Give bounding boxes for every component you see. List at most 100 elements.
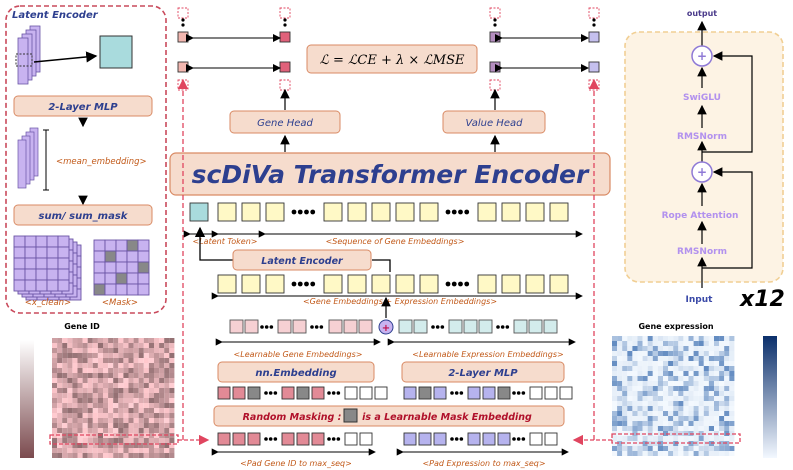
heatmap-cell — [673, 416, 679, 421]
heatmap-cell — [688, 421, 694, 426]
heatmap-cell — [143, 383, 149, 388]
heatmap-cell — [62, 368, 68, 373]
ellipsis-dot — [521, 391, 526, 395]
heatmap-cell — [627, 421, 633, 426]
token — [279, 31, 291, 43]
masked-expr-token — [529, 386, 543, 400]
heatmap-cell — [647, 446, 653, 451]
heatmap-cell — [133, 403, 139, 408]
ellipsis-dot — [516, 391, 521, 395]
heatmap-cell — [632, 366, 638, 371]
heatmap-cell — [698, 411, 704, 416]
heatmap-cell — [729, 376, 735, 381]
heatmap-cell — [729, 426, 735, 431]
mask-cell — [104, 239, 117, 252]
heatmap-cell — [138, 453, 144, 458]
heatmap-cell — [164, 398, 170, 403]
learnable-gene-label: <Learnable Gene Embeddings> — [234, 350, 363, 359]
heatmap-cell — [52, 368, 58, 373]
heatmap-cell — [622, 366, 628, 371]
heatmap-cell — [642, 351, 648, 356]
heatmap-cell — [714, 401, 720, 406]
heatmap-cell — [143, 343, 149, 348]
heatmap-cell — [87, 378, 93, 383]
heatmap-cell — [632, 351, 638, 356]
heatmap-cell — [637, 361, 643, 366]
heatmap-cell — [92, 418, 98, 423]
token — [177, 31, 189, 43]
heatmap-cell — [138, 448, 144, 453]
heatmap-cell — [128, 343, 134, 348]
heatmap-cell — [118, 433, 124, 438]
heatmap-cell — [673, 351, 679, 356]
heatmap-cell — [82, 408, 88, 413]
heatmap-cell — [138, 393, 144, 398]
heatmap-cell — [714, 341, 720, 346]
heatmap-cell — [52, 398, 58, 403]
heatmap-cell — [698, 346, 704, 351]
gene-emb — [277, 319, 292, 334]
heatmap-cell — [77, 408, 83, 413]
heatmap-cell — [703, 386, 709, 391]
ellipsis-dot — [451, 281, 457, 287]
heatmap-cell — [87, 418, 93, 423]
heatmap-cell — [673, 371, 679, 376]
heatmap-cell — [617, 391, 623, 396]
ellipsis-dot — [327, 391, 331, 395]
heatmap-cell — [673, 451, 679, 456]
heatmap-cell — [693, 436, 699, 441]
heatmap-cell — [724, 351, 730, 356]
heatmap-cell — [663, 346, 669, 351]
heatmap-cell — [113, 383, 119, 388]
grid-cell — [46, 268, 59, 281]
heatmap-cell — [657, 366, 663, 371]
grid-cell — [35, 235, 48, 248]
mask-cell — [115, 272, 128, 285]
latent-encoder-button-label: Latent Encoder — [261, 256, 344, 267]
heatmap-cell — [708, 386, 714, 391]
heatmap-cell — [647, 406, 653, 411]
x-clean-label: <x_clean> — [25, 298, 71, 308]
heatmap-cell — [108, 413, 114, 418]
heatmap-cell — [652, 371, 658, 376]
heatmap-cell — [617, 411, 623, 416]
heatmap-cell — [148, 408, 154, 413]
heatmap-cell — [708, 421, 714, 426]
heatmap-cell — [108, 378, 114, 383]
heatmap-cell — [627, 431, 633, 436]
heatmap-cell — [169, 373, 175, 378]
heatmap-cell — [612, 366, 618, 371]
gene-expression-embeddings-row — [217, 274, 569, 294]
heatmap-cell — [128, 423, 134, 428]
heatmap-cell — [688, 361, 694, 366]
heatmap-cell — [657, 426, 663, 431]
heatmap-cell — [138, 418, 144, 423]
heatmap-cell — [92, 353, 98, 358]
heatmap-cell — [622, 401, 628, 406]
heatmap-cell — [103, 428, 109, 433]
expr-emb — [398, 319, 413, 334]
heatmap-cell — [678, 341, 684, 346]
heatmap-cell — [668, 346, 674, 351]
heatmap-cell — [123, 378, 129, 383]
heatmap-cell — [668, 386, 674, 391]
heatmap-cell — [678, 416, 684, 421]
heatmap-cell — [652, 336, 658, 341]
heatmap-cell — [663, 411, 669, 416]
heatmap-cell — [714, 381, 720, 386]
heatmap-cell — [703, 341, 709, 346]
heatmap-cell — [637, 371, 643, 376]
heatmap-cell — [647, 411, 653, 416]
heatmap-cell — [123, 353, 129, 358]
heatmap-cell — [92, 368, 98, 373]
heatmap-cell — [708, 426, 714, 431]
heatmap-cell — [678, 451, 684, 456]
heatmap-cell — [133, 413, 139, 418]
heatmap-cell — [128, 428, 134, 433]
heatmap-cell — [627, 386, 633, 391]
heatmap-cell — [62, 373, 68, 378]
heatmap-cell — [108, 428, 114, 433]
heatmap-cell — [673, 336, 679, 341]
heatmap-cell — [77, 373, 83, 378]
x-clean-grid — [13, 235, 82, 301]
